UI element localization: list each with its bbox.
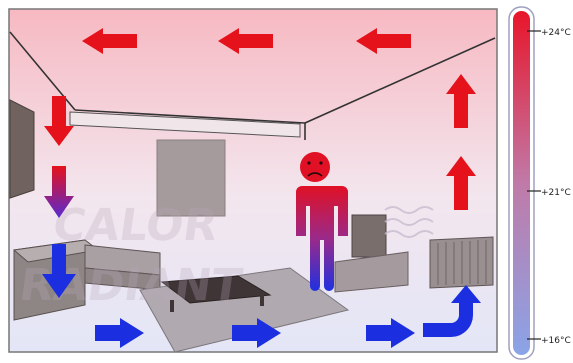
radiator xyxy=(430,237,493,288)
scale-label-21: +21°C xyxy=(541,188,571,198)
temperature-scale: +24°C +21°C +16°C xyxy=(509,7,571,359)
wall-shelf xyxy=(10,100,34,198)
scale-label-16: +16°C xyxy=(541,336,571,346)
svg-text:CALOR: CALOR xyxy=(50,200,221,251)
scale-label-24: +24°C xyxy=(541,28,571,38)
